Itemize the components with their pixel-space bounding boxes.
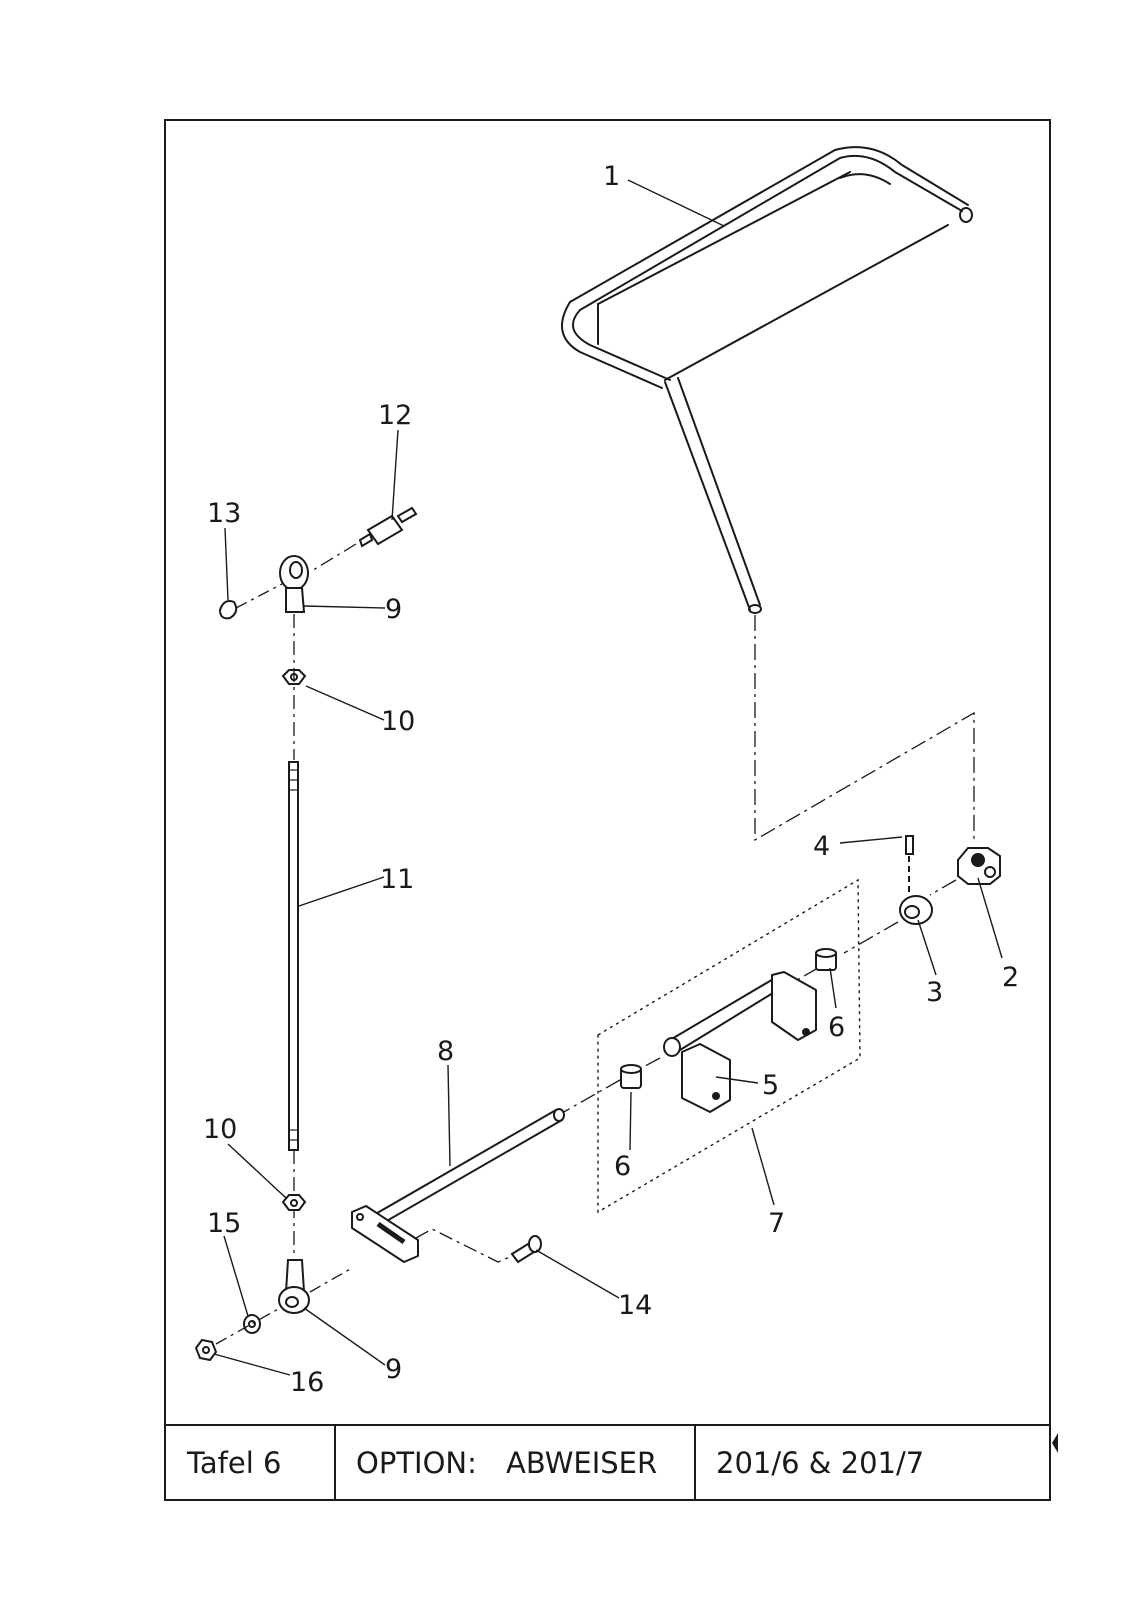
part-7-group-outline (597, 878, 861, 1214)
part-14-screw (510, 1235, 542, 1264)
drawing-frame (164, 119, 1051, 1501)
part-4-pin (905, 835, 914, 894)
assembly-line-cap (235, 583, 283, 609)
part-8-shaft (351, 1108, 565, 1263)
callout-12: 12 (378, 400, 412, 431)
callout-8: 8 (437, 1036, 454, 1067)
part-13-cap (218, 600, 238, 620)
assembly-line-1-2 (754, 615, 975, 842)
callout-13: 13 (207, 498, 241, 529)
part-15-washer (243, 1314, 261, 1334)
callout-6-lower: 6 (614, 1151, 631, 1182)
part-5-bracket (663, 971, 817, 1113)
part-3-collar (899, 895, 933, 925)
assembly-line-screw (415, 1228, 513, 1263)
part-6-bushing-upper (815, 948, 837, 971)
callout-5: 5 (762, 1070, 779, 1101)
part-10-nut-lower (281, 1194, 307, 1211)
assembly-line-shaft (561, 879, 957, 1114)
part-6-bushing-lower (620, 1064, 642, 1089)
callout-10-lower: 10 (203, 1114, 237, 1145)
assembly-line-washer-nut (215, 1307, 281, 1345)
callout-7: 7 (768, 1208, 785, 1239)
assembly-line-lower-eye (309, 1267, 353, 1293)
callout-15: 15 (207, 1208, 241, 1239)
callout-11: 11 (380, 864, 414, 895)
callout-9-upper: 9 (385, 594, 402, 625)
part-11-rod (288, 761, 299, 1151)
part-12-spacer (358, 506, 418, 548)
part-9-rod-end-upper (279, 555, 309, 613)
part-2-clamp (957, 847, 1001, 885)
option-label: OPTION: (356, 1446, 477, 1480)
callout-9-lower: 9 (385, 1354, 402, 1385)
model-numbers: 201/6 & 201/7 (716, 1446, 924, 1480)
callout-10-upper: 10 (381, 706, 415, 737)
part-16-nut (194, 1338, 218, 1362)
callout-1: 1 (603, 161, 620, 192)
callout-14: 14 (618, 1290, 652, 1321)
part-9-rod-end-lower (278, 1259, 310, 1314)
callout-16: 16 (290, 1367, 324, 1398)
option-value: ABWEISER (506, 1446, 657, 1480)
callout-3: 3 (926, 977, 943, 1008)
callout-6-upper: 6 (828, 1012, 845, 1043)
callout-4: 4 (813, 831, 830, 862)
callout-2: 2 (1002, 962, 1019, 993)
plate-number: Tafel 6 (186, 1446, 281, 1480)
assembly-line-spacer (309, 543, 357, 573)
edge-mark (1052, 1433, 1058, 1453)
part-1-deflector (561, 146, 973, 614)
leader-lines (213, 179, 1003, 1376)
